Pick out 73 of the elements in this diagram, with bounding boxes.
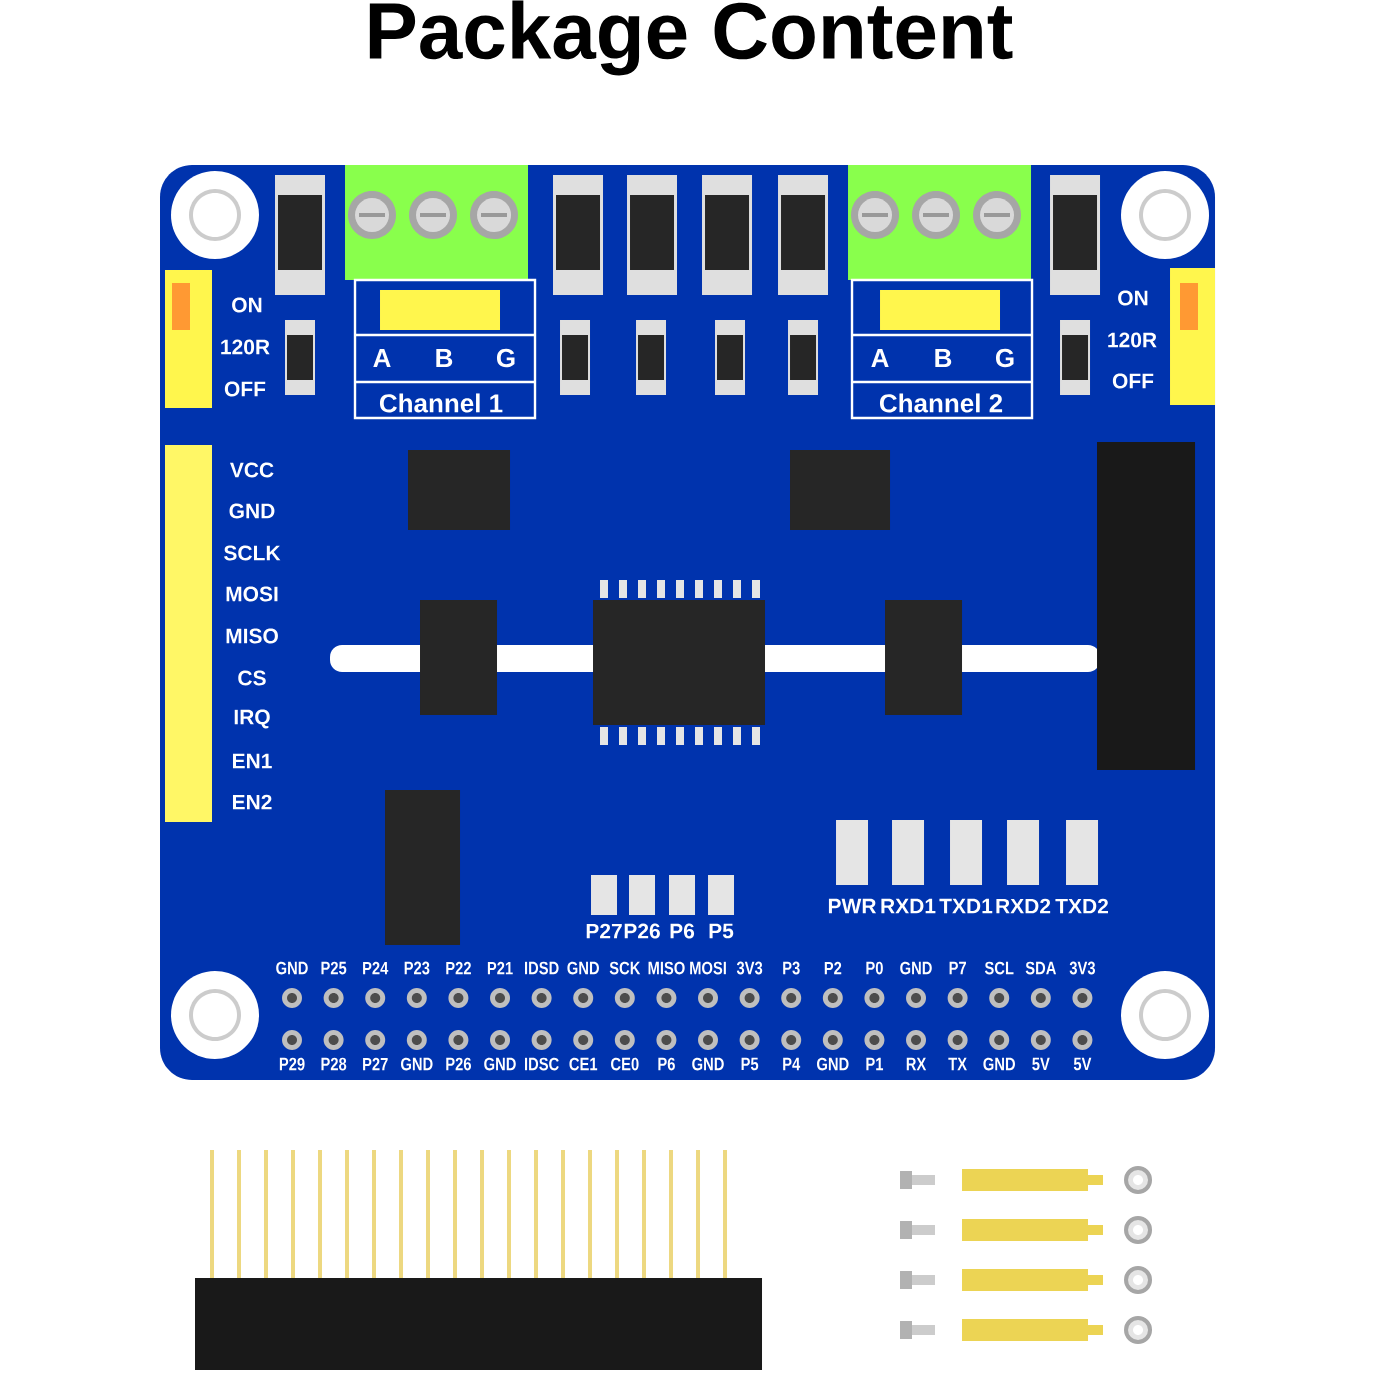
- silkscreen-label: EN1: [233, 753, 272, 769]
- silkscreen-label: TX: [948, 1057, 967, 1071]
- silkscreen-label: GND: [401, 1057, 433, 1071]
- silkscreen-label: P21: [487, 961, 513, 975]
- silkscreen-label: B: [436, 349, 453, 367]
- silkscreen-label: GND: [484, 1057, 516, 1071]
- silkscreen-label: 3V3: [736, 961, 763, 975]
- silkscreen-label: ON: [1118, 290, 1148, 306]
- silkscreen-label: GND: [692, 1057, 724, 1071]
- silkscreen-label: P0: [866, 961, 883, 975]
- silkscreen-label: RX: [906, 1057, 927, 1071]
- silkscreen-label: MISO: [648, 961, 685, 975]
- silkscreen-label: 120R: [1108, 332, 1157, 348]
- silkscreen-label: P26: [624, 923, 660, 939]
- silkscreen-label: MOSI: [690, 961, 726, 975]
- silkscreen-label: P29: [279, 1057, 305, 1071]
- silkscreen-label: G: [496, 348, 515, 368]
- silkscreen-label: GND: [567, 961, 599, 975]
- silkscreen-label: P3: [783, 961, 800, 975]
- silkscreen-label: 5V: [1073, 1057, 1092, 1071]
- silkscreen-label: VCC: [230, 462, 274, 478]
- title: Package Content: [369, 0, 1013, 76]
- silkscreen-label: Channel 2: [879, 393, 1003, 413]
- silkscreen-label: 3V3: [1069, 961, 1096, 975]
- silkscreen-label: P27: [586, 923, 622, 939]
- silkscreen-label: TXD2: [1055, 898, 1108, 914]
- silkscreen-label: RXD1: [881, 898, 936, 914]
- silkscreen-label: CE1: [569, 1057, 598, 1071]
- silkscreen-label: EN2: [233, 794, 272, 810]
- silkscreen-label: RXD2: [996, 898, 1051, 914]
- silkscreen-label: IDSD: [525, 961, 559, 975]
- silkscreen-label: P4: [783, 1057, 801, 1071]
- silkscreen-label: P1: [866, 1057, 884, 1071]
- silkscreen-label: P5: [741, 1057, 759, 1071]
- silkscreen-label: P2: [824, 961, 842, 975]
- silkscreen-label: A: [871, 349, 889, 367]
- silkscreen-label: OFF: [224, 381, 266, 397]
- silkscreen-label: P27: [363, 1057, 388, 1071]
- silkscreen-label: A: [373, 349, 391, 367]
- silkscreen-label: PWR: [828, 898, 877, 914]
- silkscreen-label: GND: [817, 1057, 849, 1071]
- silkscreen-label: SCK: [609, 961, 641, 975]
- silkscreen-label: GND: [276, 961, 308, 975]
- silkscreen-label: P26: [446, 1057, 471, 1071]
- silkscreen-label: CE0: [611, 1057, 639, 1071]
- silkscreen-label: MOSI: [226, 586, 278, 602]
- silkscreen-label: SDA: [1025, 961, 1057, 975]
- silkscreen-label: P28: [321, 1057, 347, 1071]
- silkscreen-label: P25: [321, 961, 347, 975]
- silkscreen-label: MISO: [226, 628, 278, 644]
- silkscreen-label: P7: [949, 961, 966, 975]
- silkscreen-label: P22: [446, 961, 471, 975]
- silkscreen-label: IRQ: [234, 709, 270, 729]
- silkscreen-label: IDSC: [525, 1057, 559, 1071]
- silkscreen-label: G: [995, 348, 1014, 368]
- silkscreen-label: 120R: [221, 339, 270, 355]
- silkscreen-label: P6: [658, 1057, 675, 1071]
- silkscreen-label: SCLK: [224, 545, 281, 561]
- silkscreen-label: GND: [900, 961, 932, 975]
- silkscreen-label: Channel 1: [379, 393, 503, 413]
- silkscreen-label: SCL: [984, 961, 1014, 975]
- silkscreen-label: 5V: [1032, 1057, 1050, 1071]
- silkscreen-label: B: [935, 349, 952, 367]
- silkscreen-label: P6: [670, 923, 695, 939]
- silkscreen-label: P24: [363, 961, 389, 975]
- silkscreen-label: P23: [404, 961, 430, 975]
- silkscreen-label: P5: [709, 923, 734, 939]
- silkscreen-label: GND: [983, 1057, 1015, 1071]
- silkscreen-label: ON: [232, 297, 262, 313]
- silkscreen-label: OFF: [1112, 373, 1154, 389]
- silkscreen-label: CS: [238, 670, 266, 686]
- silkscreen-label: GND: [229, 503, 275, 519]
- silkscreen-label: TXD1: [939, 898, 993, 914]
